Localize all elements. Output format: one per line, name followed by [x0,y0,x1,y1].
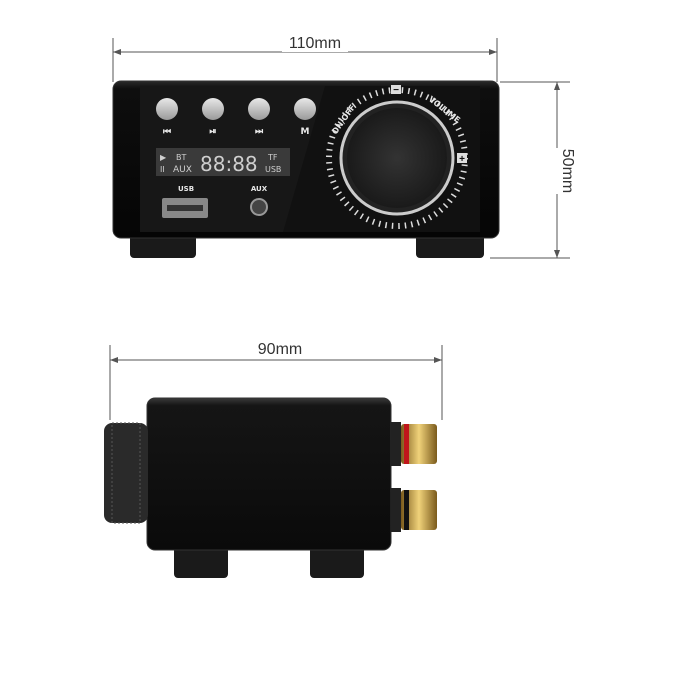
side-foot-right [310,545,364,578]
time-digits: 88:88 [200,152,258,176]
play-pause-button[interactable] [202,98,224,120]
previous-button[interactable] [156,98,178,120]
lcd-display: ▶ II BT AUX 88:88 TF USB [156,148,290,176]
speaker-terminal-red[interactable] [391,422,437,466]
next-icon: ⏭ [255,127,264,137]
side-body [146,397,392,551]
depth-label: 90mm [258,341,302,358]
width-dimension: 110mm [112,34,498,82]
pause-indicator: II [160,165,165,174]
speaker-terminal-black[interactable] [391,488,437,532]
media-buttons: ⏮ ⏯ ⏭ M [156,98,316,137]
bt-indicator: BT [176,153,186,162]
plus-icon: + [459,154,465,165]
aux-port-label: AUX [251,185,268,193]
mode-button[interactable] [294,98,316,120]
side-view [104,397,437,578]
minus-icon: − [393,85,399,96]
tf-indicator: TF [267,153,278,162]
knob-side [104,422,148,524]
aux-port[interactable] [250,198,268,216]
aux-indicator: AUX [173,165,192,175]
volume-knob[interactable] [347,108,447,208]
front-view: ⏮ ⏯ ⏭ M ▶ II BT AUX 88:88 TF USB USB AUX… [112,80,500,258]
height-dimension: 50mm [490,81,576,259]
usb-indicator: USB [265,165,281,174]
width-label: 110mm [289,35,341,52]
side-foot-left [174,545,228,578]
play-indicator: ▶ [160,153,167,162]
height-label: 50mm [559,149,576,193]
mode-icon: M [301,127,310,137]
previous-icon: ⏮ [163,127,171,137]
play-pause-icon: ⏯ [209,127,216,137]
usb-port-label: USB [178,185,194,193]
next-button[interactable] [248,98,270,120]
depth-dimension: 90mm [109,340,443,420]
